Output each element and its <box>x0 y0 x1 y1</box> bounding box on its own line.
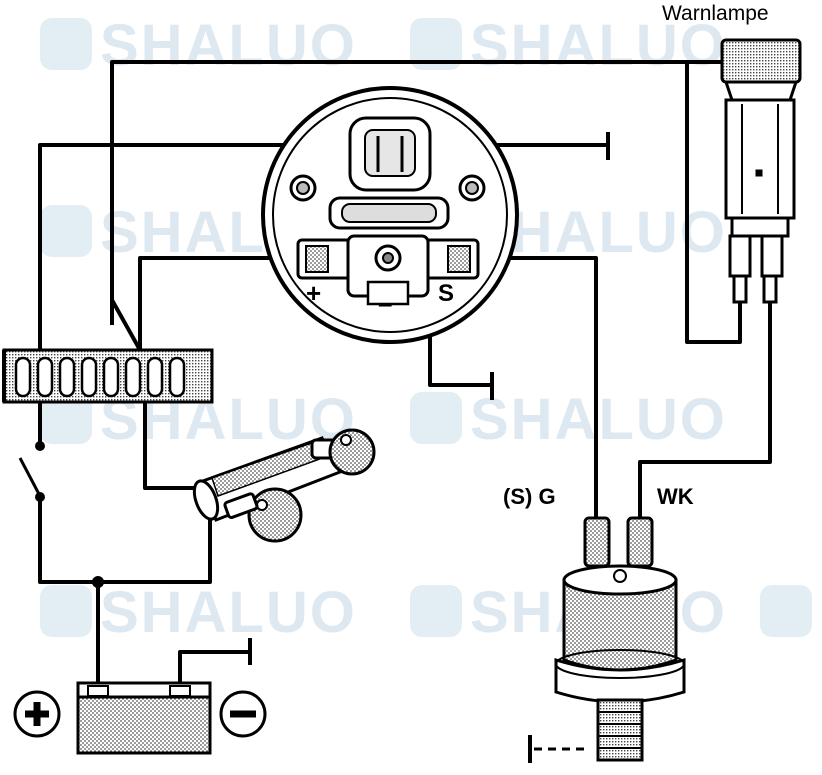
watermark-text: SHALUO <box>100 13 357 78</box>
wire-switch-lower <box>38 497 212 584</box>
sender-g-terminal-label: (S) G <box>503 484 556 509</box>
battery <box>13 681 267 755</box>
pressure-sender <box>554 516 686 762</box>
watermark-text: SHALUO <box>100 580 357 645</box>
wire-gauge-plus <box>110 299 142 351</box>
terminal-block <box>2 348 214 404</box>
watermark-badge-icon <box>410 392 462 444</box>
watermark-badge-icon <box>40 205 92 257</box>
watermark-badge-icon <box>40 585 92 637</box>
watermark-badge-icon <box>410 585 462 637</box>
junction-switch <box>35 441 45 451</box>
watermark-text: SHALUO <box>470 13 727 78</box>
gauge-rear <box>261 86 519 344</box>
warning-lamp-label: Warnlampe <box>662 2 769 25</box>
wire-battery-minus <box>178 650 248 690</box>
watermark-badge-icon <box>760 585 812 637</box>
wire-lamp-wk <box>638 275 772 525</box>
watermark-badge-icon <box>40 18 92 70</box>
junction-battery <box>92 576 104 588</box>
ignition-switch <box>192 428 376 543</box>
wire-ignition <box>143 400 200 490</box>
gauge-minus-terminal-label: – <box>378 288 393 318</box>
gauge-plus-terminal-label: + <box>306 278 322 308</box>
warning-lamp <box>720 38 802 304</box>
ground-symbols <box>248 132 610 763</box>
wire-gauge-plus-2 <box>138 256 330 350</box>
junction-switch-2 <box>35 492 45 502</box>
wire-lamp-return <box>685 62 742 344</box>
switch-contact <box>18 457 42 497</box>
gauge-s-terminal-label: S <box>438 280 455 307</box>
sender-wk-terminal-label: WK <box>657 484 694 509</box>
